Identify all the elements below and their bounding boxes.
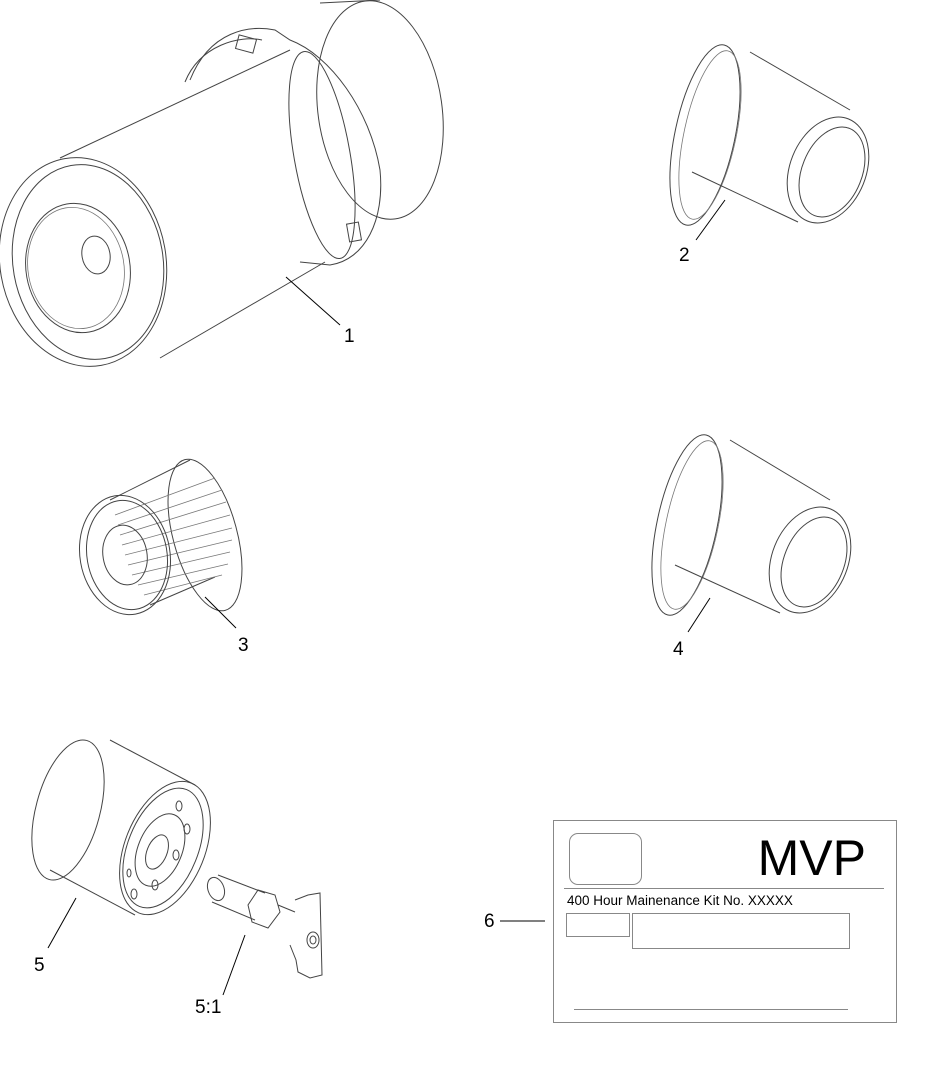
signature-line	[574, 1009, 848, 1010]
part-5-1-drain-valve	[206, 874, 323, 979]
callout-2: 2	[679, 245, 690, 266]
brand-text: MVP	[757, 830, 866, 886]
leader-line-3	[204, 596, 237, 629]
part-3-pleated-filter	[78, 458, 243, 616]
kit-number-text: 400 Hour Mainenance Kit No. XXXXX	[567, 893, 793, 908]
leader-line-4	[687, 597, 711, 633]
callout-5: 5	[34, 955, 45, 976]
callout-1: 1	[344, 326, 355, 347]
leader-line-2	[695, 199, 726, 241]
callout-6: 6	[484, 911, 495, 932]
label-divider	[564, 888, 884, 889]
callout-3: 3	[238, 635, 249, 656]
leader-line-1	[285, 276, 341, 326]
part-1-air-filter	[0, 0, 444, 367]
part-4-filter-cartridge	[651, 434, 852, 616]
leader-line-5-1	[222, 934, 246, 996]
callout-5-1: 5:1	[195, 997, 222, 1018]
part-2-filter-cartridge	[669, 44, 870, 226]
label-field-large	[632, 913, 850, 949]
leader-line-5	[47, 897, 77, 949]
label-field-small	[566, 913, 630, 937]
kit-label-card: MVP 400 Hour Mainenance Kit No. XXXXX	[553, 820, 897, 1023]
callout-4: 4	[673, 639, 684, 660]
part-5-oil-filter	[31, 739, 211, 916]
logo-placeholder	[569, 833, 642, 885]
